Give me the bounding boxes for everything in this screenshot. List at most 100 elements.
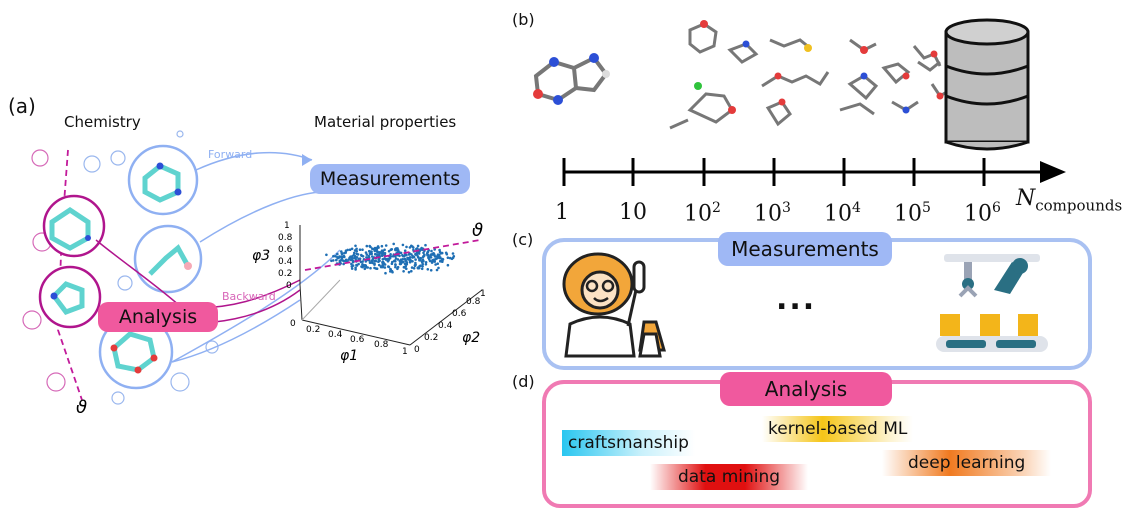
scatter-point xyxy=(386,259,390,263)
method-deep-learning-label: deep learning xyxy=(908,453,1026,473)
scatter-point xyxy=(336,252,339,256)
scatter-point xyxy=(416,266,420,269)
scatter-point xyxy=(448,256,452,260)
x-tick-2: 0.2 xyxy=(306,325,320,335)
blue-molecule-3 xyxy=(98,314,174,390)
measurements-pill-a: Measurements xyxy=(310,164,470,194)
scatter-point xyxy=(364,251,368,254)
scatter-point xyxy=(438,250,442,254)
scatter-point xyxy=(422,251,425,255)
scientist-icon xyxy=(562,252,666,358)
scatter-point xyxy=(422,254,426,257)
scatter-point xyxy=(355,247,358,251)
scatter-point xyxy=(416,244,420,248)
scatter-point xyxy=(435,268,439,272)
z-tick-3: 0.6 xyxy=(278,245,293,255)
scatter-point xyxy=(354,257,357,260)
scatter-point xyxy=(381,264,385,267)
scatter-point xyxy=(416,255,420,258)
method-data-mining-label: data mining xyxy=(678,467,781,487)
scatter-point xyxy=(424,243,427,247)
y-tick-3: 0.4 xyxy=(438,321,453,331)
panel-b-graphic xyxy=(533,18,1066,186)
scatter-point xyxy=(383,266,387,269)
scatter-point xyxy=(342,262,345,266)
scatter-point xyxy=(410,269,413,273)
y-tick-2: 0.2 xyxy=(424,333,438,343)
scatter-point xyxy=(376,254,380,257)
scatter-point xyxy=(344,249,348,252)
scatter-point xyxy=(373,266,376,270)
scatter-cloud xyxy=(325,242,456,275)
measurements-pill-a-label: Measurements xyxy=(319,168,461,190)
scatter-point xyxy=(373,259,376,263)
scatter-point xyxy=(387,265,391,269)
scatter-point xyxy=(424,263,428,266)
scatter-point xyxy=(428,255,432,259)
tick-label-1e2: 102 xyxy=(684,200,721,227)
scatter-point xyxy=(357,257,361,261)
tick-label-1e4: 104 xyxy=(824,200,861,227)
scatter-point xyxy=(379,251,382,254)
scatter-point xyxy=(420,267,424,271)
scatter-point xyxy=(348,248,352,251)
chemistry-title: Chemistry xyxy=(64,113,141,131)
scatter-point xyxy=(414,261,417,265)
scatter-point xyxy=(377,263,381,267)
scatter-point xyxy=(402,260,405,264)
scatter-point xyxy=(421,265,424,268)
z-tick-1: 1 xyxy=(284,221,290,231)
scatter-point xyxy=(405,245,408,249)
blue-molecule-1 xyxy=(127,144,199,216)
scatter-point xyxy=(410,266,414,269)
scatter-point xyxy=(446,256,450,259)
scatter-point xyxy=(381,258,385,261)
measurements-pill-c: Measurements xyxy=(718,232,892,266)
scatter-point xyxy=(438,248,441,252)
scatter-point xyxy=(407,270,411,274)
scatter-point xyxy=(330,259,333,263)
measurements-ellipsis: ... xyxy=(776,282,817,317)
scatter-point xyxy=(384,271,387,275)
scatter-point xyxy=(355,252,359,256)
scatter-point xyxy=(435,255,439,258)
tick-label-1e5: 105 xyxy=(894,200,931,227)
x-tick-1: 0 xyxy=(290,319,296,329)
analysis-pill-d-label: Analysis xyxy=(764,377,848,401)
x-tick-3: 0.4 xyxy=(328,330,343,340)
scatter-point xyxy=(405,253,408,257)
scatter-point xyxy=(391,255,395,258)
scatter-point xyxy=(396,258,400,261)
scatter-point xyxy=(433,260,437,263)
scatter-point xyxy=(431,259,434,262)
tick-label-1e3: 103 xyxy=(754,200,791,227)
scatter-point xyxy=(441,260,444,263)
backward-label: Backward xyxy=(222,290,276,303)
theta-axis-properties xyxy=(304,239,481,271)
scatter-point xyxy=(411,254,414,258)
compounds-axis-arrowhead xyxy=(1040,161,1066,183)
scatter-point xyxy=(366,266,370,269)
scatter-point xyxy=(412,267,416,270)
scatter-point xyxy=(414,258,417,261)
scatter-point xyxy=(369,252,372,255)
scatter-point xyxy=(433,253,436,257)
scatter-point xyxy=(374,248,378,251)
scatter-point xyxy=(344,259,348,263)
scatter-point xyxy=(354,244,357,248)
scatter-point xyxy=(361,248,364,251)
panel-d-label: (d) xyxy=(512,372,535,391)
z-tick-5: 0.2 xyxy=(278,269,292,279)
scatter-point xyxy=(352,251,356,255)
tick-label-1e6: 106 xyxy=(964,200,1001,227)
method-craftsmanship-label: craftsmanship xyxy=(568,433,689,453)
scatter-point xyxy=(378,259,381,263)
scatter-point xyxy=(376,245,380,248)
scatter-point xyxy=(430,249,433,253)
scatter-point xyxy=(325,253,328,257)
magenta-molecule-2 xyxy=(38,265,102,329)
scatter-point xyxy=(361,263,364,266)
scatter-point xyxy=(434,263,437,266)
scatter-point xyxy=(380,244,384,248)
scatter-point xyxy=(336,256,340,260)
